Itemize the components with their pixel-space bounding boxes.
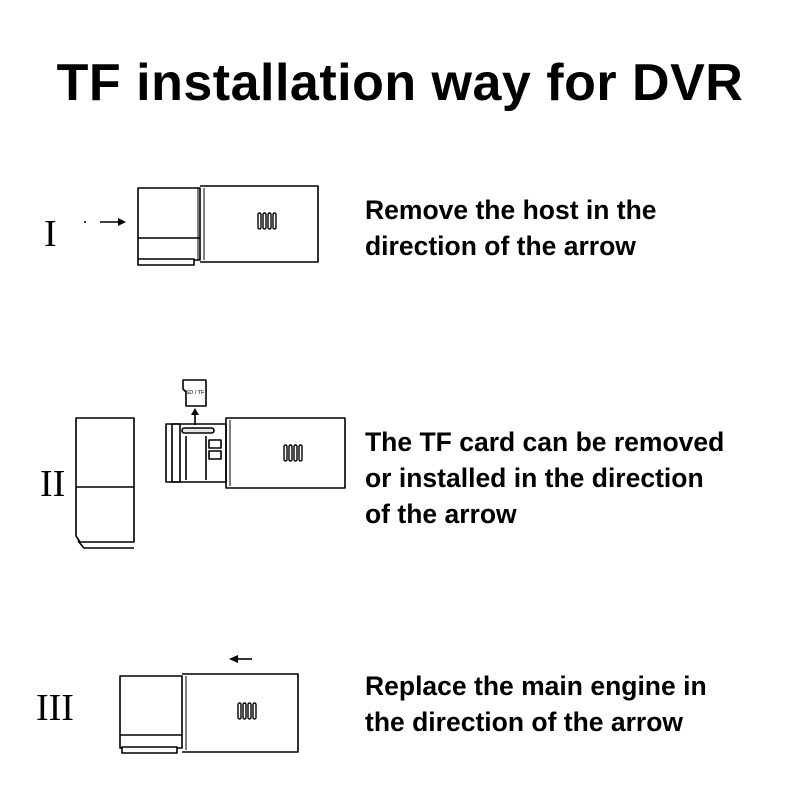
step-3-line-1: Replace the main engine in xyxy=(365,671,707,701)
step-2-card-label: SD / TF xyxy=(186,390,205,396)
step-1-instructions: Remove the host in the direction of the … xyxy=(365,192,657,264)
step-1-dot xyxy=(84,221,86,223)
step-2-vent-grille-icon xyxy=(283,444,303,462)
step-2-tf-card-icon: SD / TF xyxy=(182,379,207,407)
step-3-numeral: III xyxy=(36,687,74,729)
step-1-arrow-right-icon xyxy=(100,218,126,226)
step-2-slot-holder xyxy=(165,423,227,483)
step-3-arrow-left-icon xyxy=(229,655,252,663)
step-3-cap-module xyxy=(119,675,183,754)
page-title: TF installation way for DVR xyxy=(56,54,744,112)
step-2-host-body xyxy=(225,417,346,489)
step-1-cap-module xyxy=(137,187,201,266)
step-2-arrow-up-icon xyxy=(191,408,199,425)
step-2-illustration: SD / TF xyxy=(75,379,346,549)
step-2-line-3: of the arrow xyxy=(365,499,517,529)
step-1-vent-grille-icon xyxy=(257,212,277,230)
step-1-line-1: Remove the host in the xyxy=(365,195,657,225)
step-2-instructions: The TF card can be removed or installed … xyxy=(365,424,724,532)
step-2-line-1: The TF card can be removed xyxy=(365,427,725,457)
step-1-host-body xyxy=(197,185,319,263)
step-3-line-2: the direction of the arrow xyxy=(365,707,684,737)
step-3-illustration xyxy=(119,655,299,754)
step-1-numeral: I xyxy=(44,213,57,255)
step-1-line-2: direction of the arrow xyxy=(365,231,636,261)
step-3-instructions: Replace the main engine in the direction… xyxy=(365,668,707,740)
step-2-line-2: or installed in the direction xyxy=(365,463,704,493)
step-1-illustration xyxy=(84,185,319,266)
step-3-vent-grille-icon xyxy=(237,702,257,720)
step-2-cap-module xyxy=(75,417,135,549)
step-3-host-body xyxy=(182,673,299,753)
step-2-numeral: II xyxy=(40,463,66,505)
